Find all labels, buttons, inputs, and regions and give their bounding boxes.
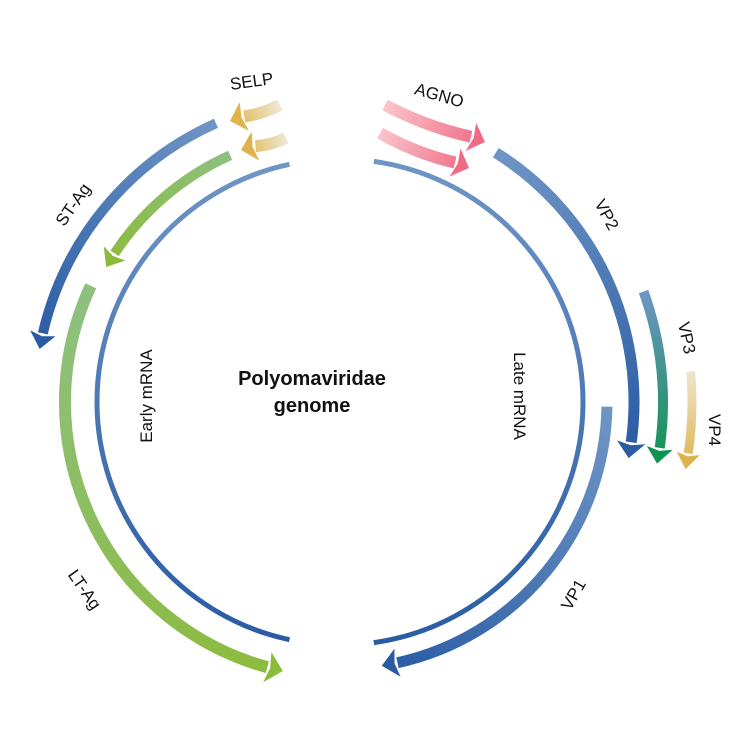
- vp3-arrow: [638, 289, 673, 464]
- vp4-arrow-arrowhead: [676, 451, 700, 470]
- late-mrna-arc: [373, 158, 586, 646]
- st-ag-arrow-arrowhead: [30, 330, 56, 350]
- selp-green-arrow: [103, 150, 233, 267]
- selp-arrow-2-arrowhead: [241, 131, 260, 161]
- early-mrna-arc: [94, 161, 291, 643]
- vp3-arrow-shaft: [638, 289, 668, 449]
- early-mrna-arc-shaft: [94, 161, 291, 643]
- vp4-arrow-shaft: [683, 370, 697, 455]
- agno-arrow-1: [382, 99, 485, 151]
- vp1-arrow-shaft: [396, 406, 613, 669]
- label-late-mrna: Late mRNA: [509, 352, 529, 440]
- lt-ag-arrow-arrowhead: [263, 652, 283, 683]
- selp-arrow-1-arrowhead: [230, 102, 249, 131]
- label-early-mrna: Early mRNA: [136, 349, 156, 443]
- late-mrna-arc-shaft: [373, 158, 586, 646]
- selp-arrow-2-shaft: [254, 132, 289, 153]
- vp4-arrow: [676, 370, 700, 470]
- vp1-arrow: [381, 406, 613, 677]
- agno-arrow-2: [377, 127, 469, 177]
- st-ag-arrow-shaft: [37, 118, 218, 335]
- selp-arrow-1: [230, 99, 283, 131]
- st-ag-arrow: [30, 118, 218, 350]
- agno-arrow-2-shaft: [377, 127, 457, 169]
- selp-arrow-1-shaft: [243, 99, 283, 123]
- lt-ag-arrow-shaft: [59, 283, 269, 673]
- vp2-arrow: [492, 148, 646, 459]
- vp1-arrow-arrowhead: [381, 648, 401, 677]
- agno-arrow-2-arrowhead: [449, 148, 469, 177]
- diagram-title: Polyomaviridae genome: [212, 366, 412, 420]
- title-line-1: Polyomaviridae: [238, 368, 386, 390]
- label-vp4: VP4: [705, 413, 725, 447]
- vp3-arrow-arrowhead: [646, 446, 673, 464]
- selp-green-arrow-shaft: [110, 150, 233, 257]
- title-line-2: genome: [273, 395, 351, 417]
- selp-arrow-2: [241, 131, 289, 161]
- agno-arrow-1-arrowhead: [465, 122, 485, 151]
- agno-arrow-1-shaft: [382, 99, 473, 143]
- lt-ag-arrow: [59, 283, 283, 683]
- selp-green-arrow-arrowhead: [103, 246, 126, 267]
- vp2-arrow-arrowhead: [617, 440, 646, 459]
- vp2-arrow-shaft: [492, 148, 640, 444]
